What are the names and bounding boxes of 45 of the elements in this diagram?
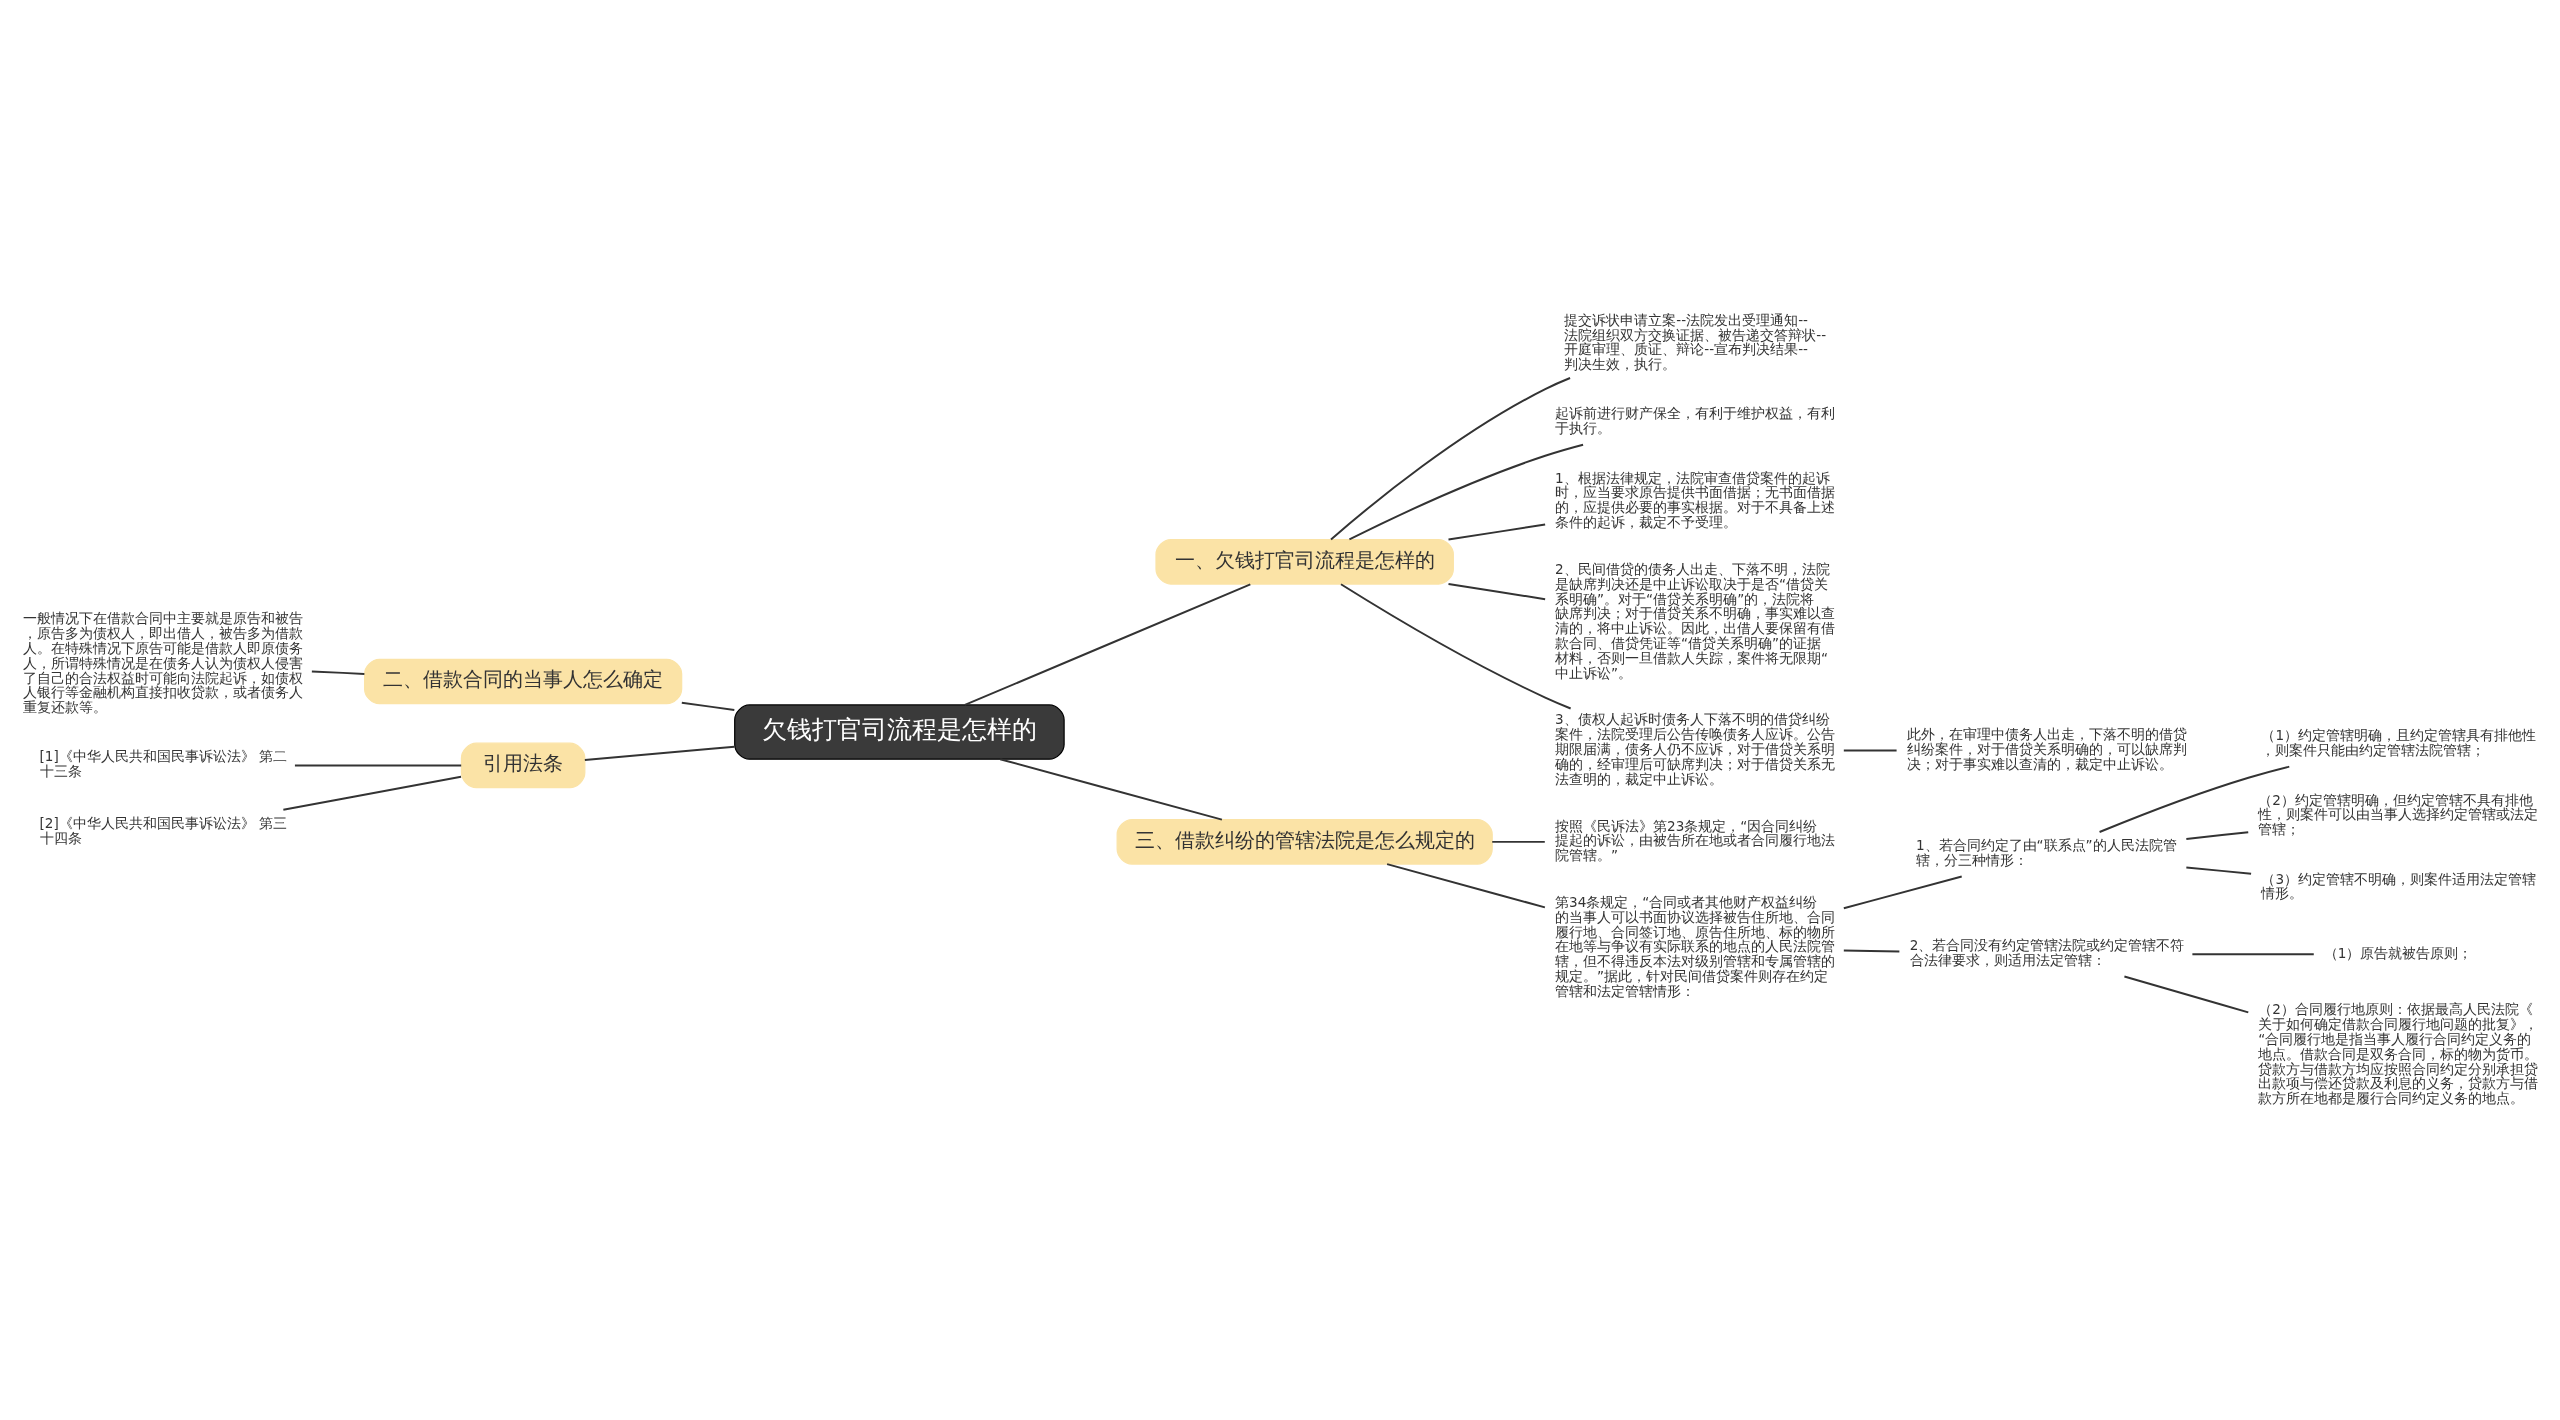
connector — [1491, 840, 1546, 843]
node-box: 欠钱打官司流程是怎样的 — [734, 703, 1065, 760]
connector — [963, 582, 1252, 706]
node-text: （1）约定管辖明确，且约定管辖具有排他性，则案件只能由约定管辖法院管辖； — [2261, 726, 2537, 758]
connector — [2185, 866, 2253, 875]
node-text: 1、根据法律规定，法院审查借贷案件的起诉时，应当要求原告提供书面借据；无书面借据的，应提供必要的事实根据。对于不具备上述条件的起诉，裁定不予受理。 — [1555, 469, 1836, 530]
connector — [1386, 862, 1546, 908]
connector — [1447, 523, 1547, 541]
connector — [282, 775, 462, 811]
node-text: 起诉前进行财产保全，有利于维护权益，有利于执行。 — [1555, 404, 1836, 436]
node-text: 第34条规定，“合同或者其他财产权益纠纷的当事人可以书面协议选择被告住所地、合同履行地、合同签订地、原告住所地、标的物所在地等与争议有实际联系的地点的人民法院管辖，但不得违反本法对级别管辖和专属管辖的规定。”据此，针对民间借贷案件则存在约定管辖和法定管辖情形： — [1555, 893, 1836, 999]
connector — [1330, 376, 1572, 540]
connector — [310, 669, 366, 675]
connector — [680, 701, 736, 711]
connector — [2098, 765, 2291, 833]
connector — [583, 745, 736, 761]
node-box: 二、借款合同的当事人怎么确定 — [364, 658, 683, 704]
node-text: （3）约定管辖不明确，则案件适用法定管辖情形。 — [2261, 870, 2537, 901]
connector — [1842, 875, 1963, 909]
connector — [293, 763, 463, 766]
connector — [1340, 582, 1572, 709]
node-box: 一、欠钱打官司流程是怎样的 — [1155, 538, 1454, 585]
node-text: [1]《中华人民共和国民事诉讼法》 第二十三条 — [39, 747, 288, 779]
node-text: （2）合同履行地原则：依据最高人民法院《关于如何确定借款合同履行地问题的批复》，“合同履行地是指当事人履行合同约定义务的地点。借款合同是双务合同，标的物为货币。贷款方与借款方均应按照合同约定分别承担贷出款项与偿还贷款及利息的义务，贷款方与借款方所在地都是履行合同约定义务的地点。 — [2258, 1000, 2539, 1106]
node-text: 按照《民诉法》第23条规定，“因合同纠纷提起的诉讼，由被告所在地或者合同履行地法院管辖。” — [1555, 817, 1836, 863]
node-text: 此外，在审理中债务人出走，下落不明的借贷纠纷案件，对于借贷关系明确的，可以缺席判决；对于事实难以查清的，裁定中止诉讼。 — [1906, 725, 2187, 772]
node-box: 引用法条 — [460, 742, 586, 788]
node-text: 一般情况下在借款合同中主要就是原告和被告，原告多为债权人，即出借人，被告多为借款人。在特殊情况下原告可能是借款人即原债务人，所谓特殊情况是在债务人认为债权人侵害了自己的合法权益时可能向法院起诉，如债权人银行等金融机构直接扣收贷款，或者债务人重复还款等。 — [22, 609, 303, 715]
connector — [1447, 582, 1547, 600]
node-text: [2]《中华人民共和国民事诉讼法》 第三十四条 — [39, 814, 288, 846]
connector — [1842, 949, 1901, 953]
node-text: 3、债权人起诉时债务人下落不明的借贷纠纷案件，法院受理后公告传唤债务人应诉。公告期限届满，债务人仍不应诉，对于借贷关系明确的，经审理后可缺席判决；对于借贷关系无法查明的，裁定中止诉讼。 — [1555, 710, 1836, 787]
node-text: 提交诉状申请立案--法院发出受理通知--法院组织双方交换证据、被告递交答辩状--开庭审理、质证、辩论--宣布判决结果--判决生效，执行。 — [1564, 311, 1827, 372]
node-text: 2、民间借贷的债务人出走、下落不明，法院是缺席判决还是中止诉讼取决于是否“借贷关系明确”。对于“借贷关系明确”的，法院将缺席判决；对于借贷关系不明确，事实难以查清的，将中止诉讼。因此，出借人要保留有借款合同、借贷凭证等“借贷关系明确”的证据材料，否则一旦借款人失踪，案件将无限期“中止诉讼”。 — [1555, 560, 1836, 681]
connector — [1842, 749, 1898, 752]
node-text: 2、若合同没有约定管辖法院或约定管辖不符合法律要求，则适用法定管辖： — [1909, 936, 2185, 968]
node-text: 1、若合同约定了由“联系点”的人民法院管辖，分三种情形： — [1915, 836, 2177, 868]
node-text: （2）约定管辖明确，但约定管辖不具有排他性，则案件可以由当事人选择约定管辖或法定管辖； — [2258, 791, 2539, 837]
connector — [2191, 952, 2315, 955]
node-text: （1）原告就被告原则； — [2323, 944, 2473, 961]
connector — [2185, 830, 2250, 840]
node-box: 三、借款纠纷的管辖法院是怎么规定的 — [1116, 818, 1493, 865]
connector — [1348, 443, 1585, 540]
connector — [2123, 975, 2250, 1013]
connector — [999, 757, 1223, 821]
